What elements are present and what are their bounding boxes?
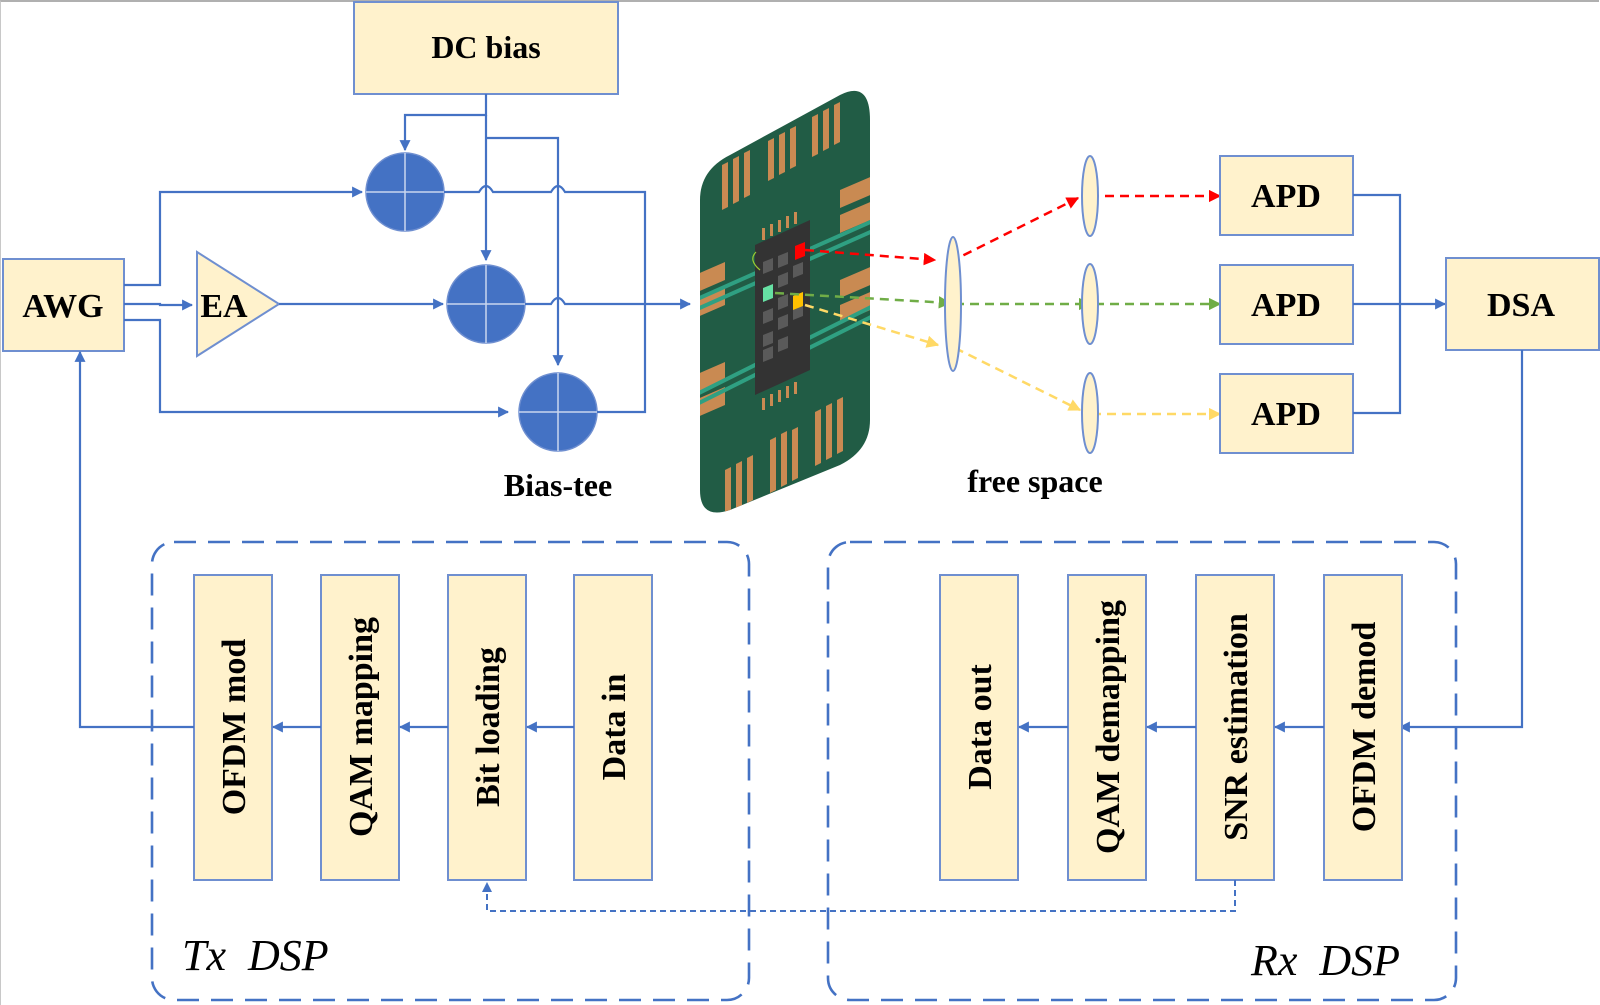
dsa-to-rx-wire — [1398, 350, 1524, 733]
dc-bias-wires — [399, 94, 564, 367]
beam-red — [804, 189, 1222, 266]
pcb-pads-side — [700, 175, 870, 418]
pcb-pads-top — [722, 102, 840, 210]
emitter-red — [795, 242, 805, 260]
dc-bias-block: DC bias — [353, 1, 619, 95]
dc-bias-label: DC bias — [431, 29, 540, 65]
laser-array-pcb — [700, 90, 870, 513]
rx-block-data-out: Data out — [939, 574, 1019, 881]
bias-tee-middle — [446, 264, 526, 344]
snr-feedback-wire — [482, 880, 1236, 912]
lens-red — [1081, 155, 1099, 237]
bias-tee-label: Bias-tee — [504, 467, 612, 503]
awg-output-wires — [124, 186, 510, 418]
apd-block-3: APD — [1219, 373, 1354, 454]
tx-dsp-group: Tx DSP OFDM mod QAM mapping Bit loading … — [150, 540, 751, 1002]
beam-green — [774, 291, 1222, 311]
bias-tee-bottom — [518, 372, 598, 452]
svg-text:Data out: Data out — [962, 664, 999, 790]
pcb-pads-bottom — [725, 397, 843, 513]
svg-text:SNR estimation: SNR estimation — [1218, 613, 1255, 841]
rx-block-snr-estimation: SNR estimation — [1195, 574, 1275, 881]
bias-tee-output-wires — [444, 184, 692, 414]
vcsel-emitters — [763, 252, 803, 362]
apd-combiner-wires — [1353, 193, 1447, 415]
svg-text:Bit loading: Bit loading — [470, 647, 507, 807]
tx-block-bit-loading: Bit loading — [447, 574, 527, 881]
lens-collimator — [944, 236, 962, 372]
tx-to-awg-wire — [74, 350, 194, 729]
lens-green — [1081, 263, 1099, 345]
dsa-block: DSA — [1445, 257, 1600, 351]
tx-block-qam-mapping: QAM mapping — [320, 574, 400, 881]
ea-label: EA — [200, 288, 248, 325]
awg-block: AWG — [2, 258, 125, 352]
ea-amplifier: EA — [196, 250, 281, 358]
rx-block-ofdm-demod: OFDM demod — [1323, 574, 1403, 881]
apd-block-1: APD — [1219, 155, 1354, 236]
svg-text:OFDM demod: OFDM demod — [1346, 622, 1383, 833]
rx-dsp-title: Rx DSP — [1250, 936, 1400, 985]
svg-text:QAM demapping: QAM demapping — [1090, 600, 1127, 854]
svg-text:Data in: Data in — [596, 674, 633, 781]
rx-block-qam-demapping: QAM demapping — [1067, 574, 1147, 881]
apd-block-2: APD — [1219, 264, 1354, 345]
tx-block-data-in: Data in — [573, 574, 653, 881]
emitter-yellow — [793, 292, 803, 310]
tx-dsp-title: Tx DSP — [182, 931, 329, 980]
emitter-green — [763, 284, 773, 302]
tx-block-ofdm-mod: OFDM mod — [193, 574, 273, 881]
svg-text:APD: APD — [1251, 396, 1321, 433]
svg-text:QAM mapping: QAM mapping — [343, 617, 380, 837]
lens-yellow — [1081, 372, 1099, 454]
svg-text:APD: APD — [1251, 178, 1321, 215]
beam-yellow — [804, 303, 1222, 421]
free-space-label: free space — [967, 463, 1102, 499]
svg-text:APD: APD — [1251, 287, 1321, 324]
awg-label: AWG — [22, 288, 103, 325]
bias-tee-top — [365, 152, 445, 232]
svg-text:OFDM mod: OFDM mod — [216, 639, 253, 816]
rx-dsp-group: Rx DSP Data out QAM demapping SNR estima… — [826, 540, 1458, 1002]
dsa-label: DSA — [1487, 287, 1555, 324]
